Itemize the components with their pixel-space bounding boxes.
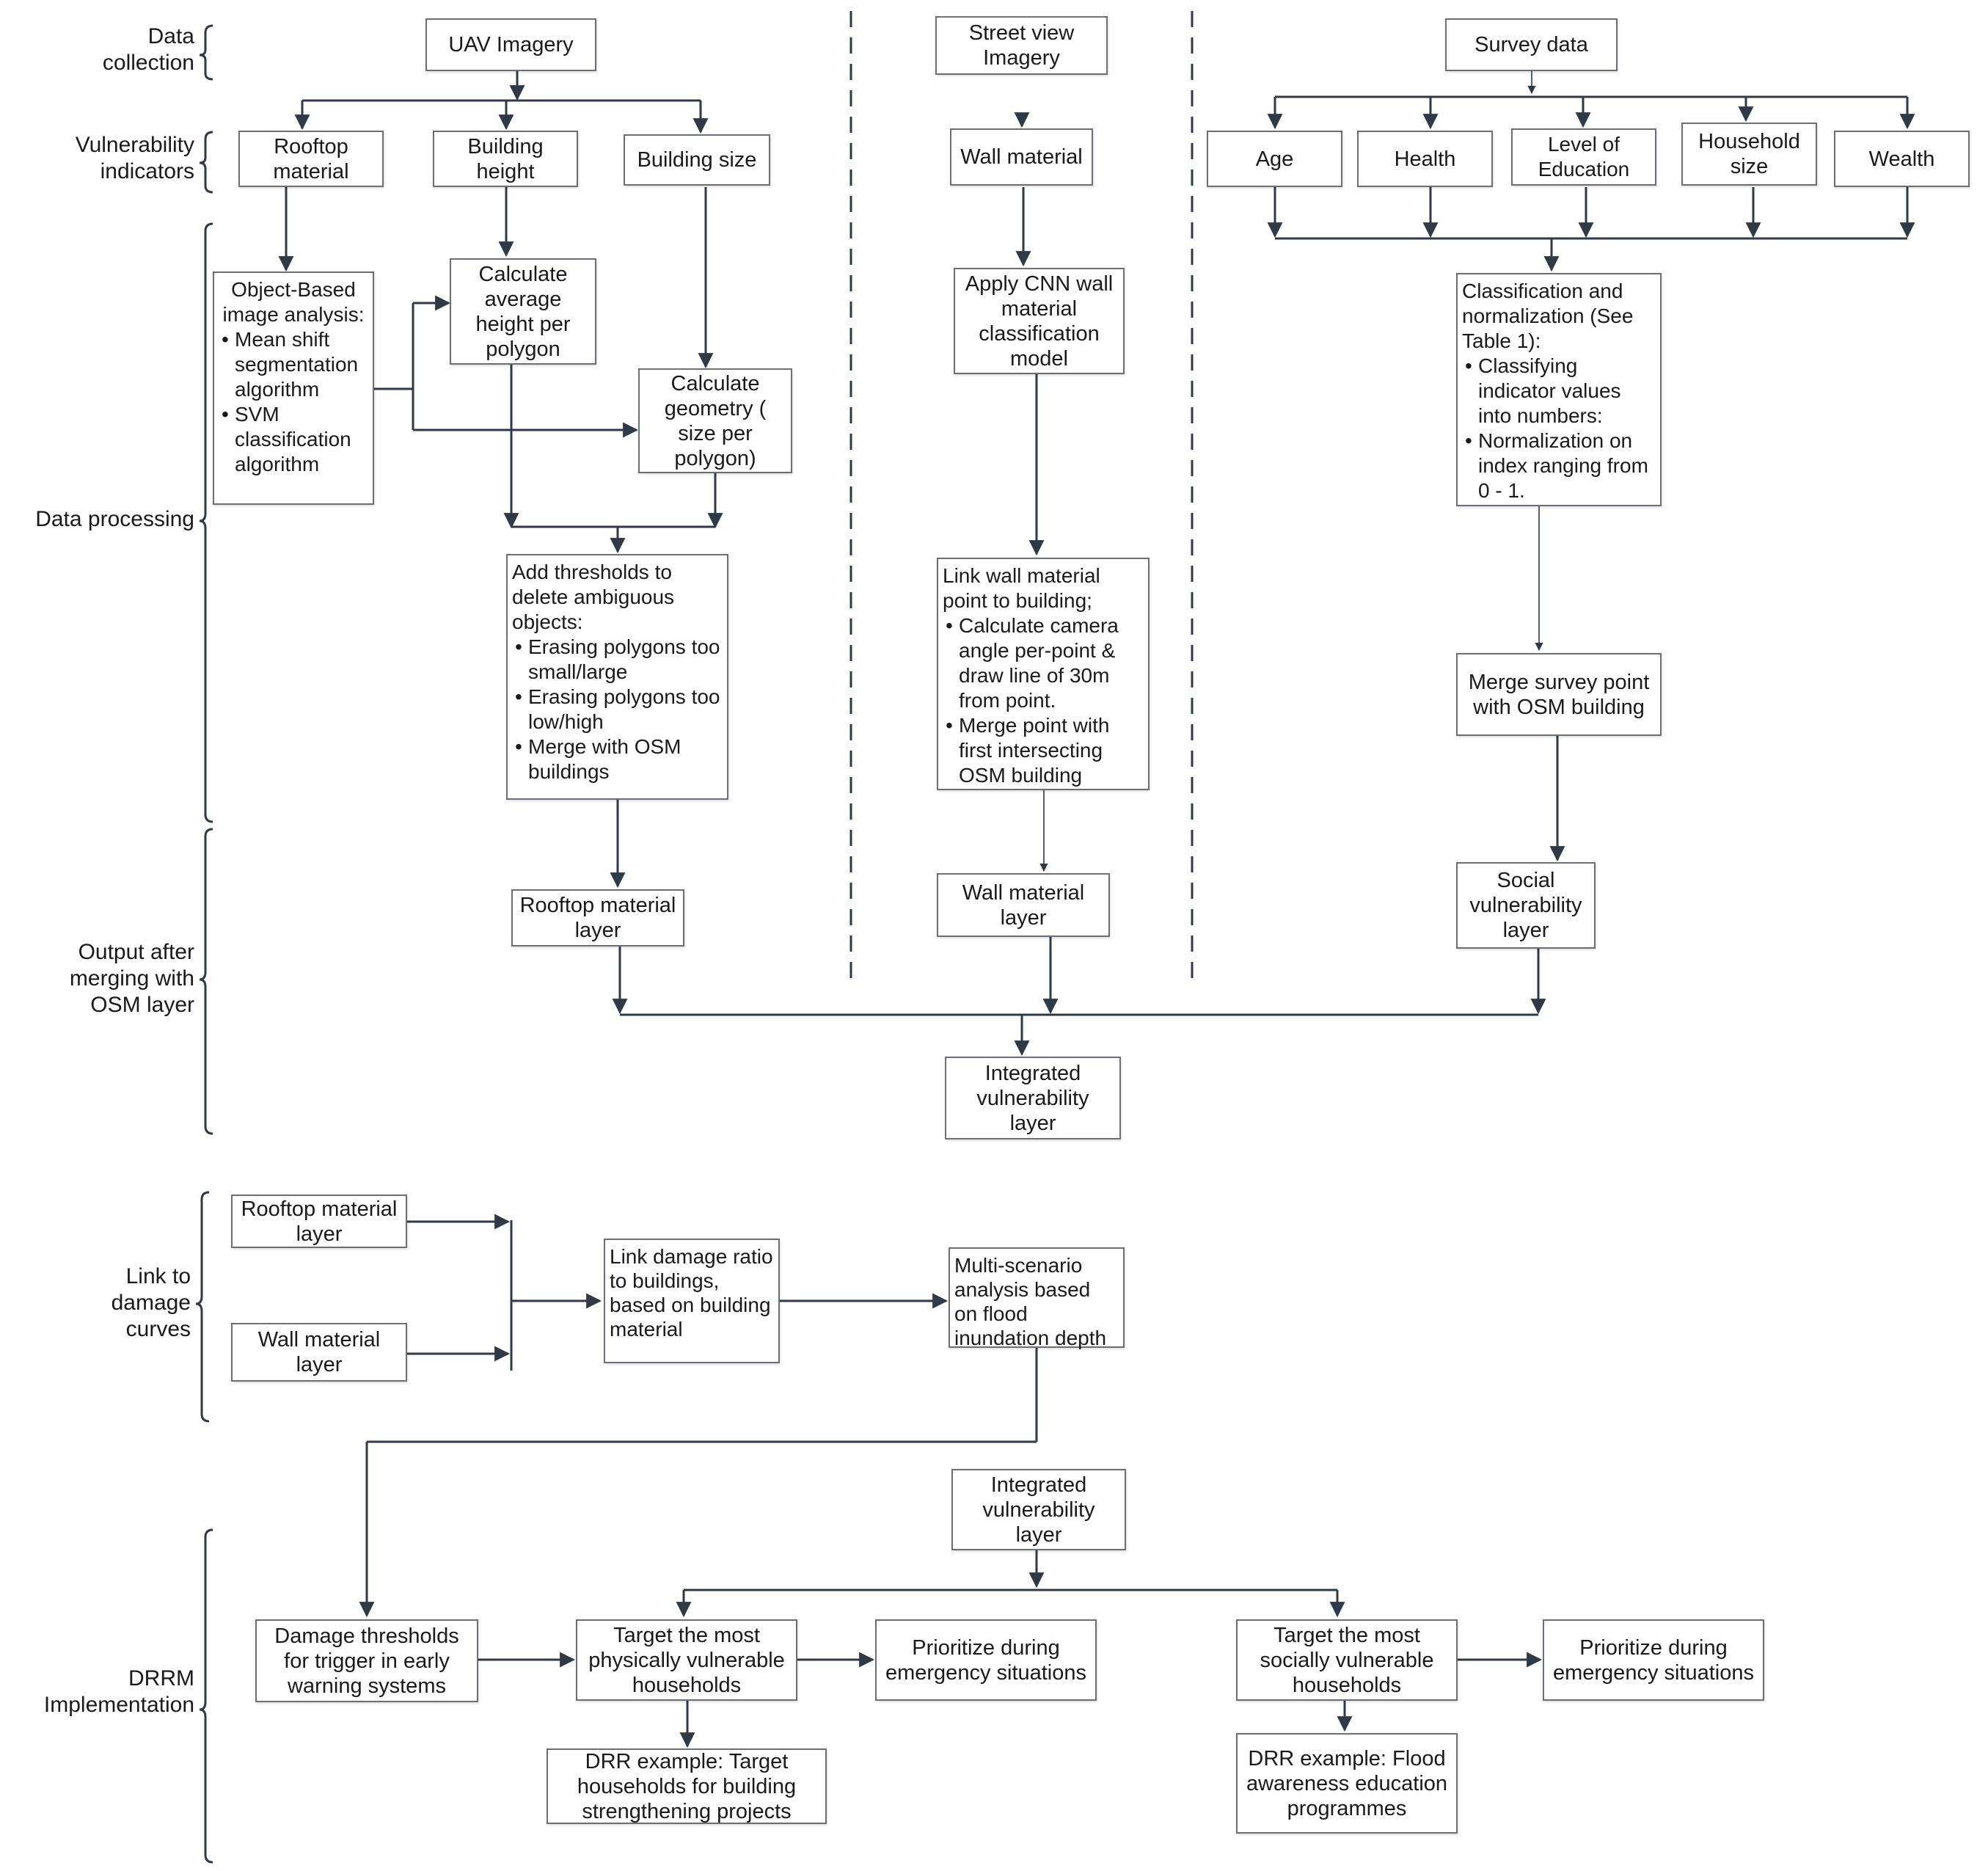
brace-drrm (199, 1528, 213, 1864)
source-survey-data: Survey data (1445, 18, 1618, 71)
indicator-education: Level of Education (1511, 128, 1656, 186)
indicator-wealth: Wealth (1834, 131, 1970, 187)
classification-title: Classification and normalization (See Ta… (1462, 280, 1634, 352)
link-wall-item: Calculate camera angle per-point & draw … (943, 613, 1144, 713)
brace-vulnerability (199, 131, 213, 194)
thresholds-list: Erasing polygons too small/large Erasing… (512, 635, 723, 784)
indicator-building-height: Building height (433, 131, 578, 187)
drrm-target-social: Target the most socially vulnerable hous… (1236, 1619, 1458, 1701)
drrm-prioritize-social: Prioritize during emergency situations (1543, 1619, 1764, 1701)
brace-output (199, 828, 213, 1135)
output-social-layer: Social vulnerability layer (1456, 862, 1596, 949)
thresholds-item: Erasing polygons too small/large (512, 635, 723, 685)
damage-wall-layer: Wall material layer (231, 1323, 407, 1382)
process-classification: Classification and normalization (See Ta… (1456, 273, 1662, 506)
drrm-damage-thresholds: Damage thresholds for trigger in early w… (255, 1619, 478, 1702)
output-wall-layer: Wall material layer (937, 873, 1110, 937)
process-average-height: Calculate average height per polygon (450, 258, 596, 365)
indicator-health: Health (1357, 131, 1493, 187)
link-wall-list: Calculate camera angle per-point & draw … (943, 613, 1144, 788)
stage-label-damage: Link to damage curves (111, 1264, 191, 1341)
link-wall-item: Merge point with first intersecting OSM … (943, 713, 1144, 788)
brace-damage (195, 1191, 210, 1423)
drrm-prioritize-physical: Prioritize during emergency situations (875, 1619, 1097, 1701)
thresholds-title: Add thresholds to delete ambiguous objec… (512, 561, 675, 633)
output-integrated-layer: Integrated vulnerability layer (945, 1057, 1121, 1139)
drrm-example-physical: DRR example: Target households for build… (547, 1748, 827, 1824)
process-geometry: Calculate geometry ( size per polygon) (638, 368, 792, 473)
output-rooftop-layer: Rooftop material layer (511, 889, 684, 947)
stage-label-processing: Data processing (35, 507, 194, 531)
obia-item: SVM classification algorithm (219, 402, 368, 477)
indicator-building-size: Building size (624, 134, 770, 186)
damage-rooftop-layer: Rooftop material layer (231, 1195, 407, 1248)
drrm-target-physical: Target the most physically vulnerable ho… (576, 1619, 797, 1701)
classification-list: Classifying indicator values into number… (1462, 354, 1656, 503)
source-street-view: Street view Imagery (935, 16, 1108, 75)
thresholds-item: Erasing polygons too low/high (512, 685, 723, 734)
indicator-rooftop-material: Rooftop material (238, 131, 384, 187)
drrm-integrated-layer: Integrated vulnerability layer (951, 1469, 1126, 1550)
damage-multi-scenario: Multi-scenario analysis based on flood i… (949, 1247, 1125, 1349)
obia-title: Object-Based image analysis: (222, 278, 365, 326)
classification-item: Classifying indicator values into number… (1462, 354, 1656, 428)
brace-data-collection (199, 24, 213, 81)
process-thresholds: Add thresholds to delete ambiguous objec… (506, 554, 728, 800)
stage-label-vulnerability: Vulnerability indicators (75, 133, 194, 183)
brace-processing (199, 222, 213, 823)
damage-link-ratio: Link damage ratio to buildings, based on… (604, 1239, 780, 1363)
indicator-household-size: Household size (1681, 123, 1817, 186)
process-link-wall: Link wall material point to building; Ca… (937, 558, 1150, 790)
process-obia: Object-Based image analysis: Mean shift … (213, 271, 374, 505)
stage-label-drrm: DRRM Implementation (43, 1666, 194, 1717)
process-cnn-model: Apply CNN wall material classification m… (954, 268, 1125, 374)
obia-list: Mean shift segmentation algorithm SVM cl… (219, 327, 368, 477)
indicator-age: Age (1207, 131, 1342, 187)
classification-item: Normalization on index ranging from 0 - … (1462, 428, 1656, 503)
drrm-example-social: DRR example: Flood awareness education p… (1236, 1733, 1458, 1834)
indicator-wall-material: Wall material (950, 128, 1093, 186)
process-merge-survey: Merge survey point with OSM building (1456, 653, 1662, 736)
stage-label-output: Output after merging with OSM layer (69, 940, 194, 1017)
obia-item: Mean shift segmentation algorithm (219, 327, 368, 402)
link-wall-title: Link wall material point to building; (943, 564, 1100, 612)
thresholds-item: Merge with OSM buildings (512, 734, 723, 784)
stage-label-data-collection: Data collection (102, 24, 194, 75)
source-uav-imagery: UAV Imagery (425, 18, 596, 71)
